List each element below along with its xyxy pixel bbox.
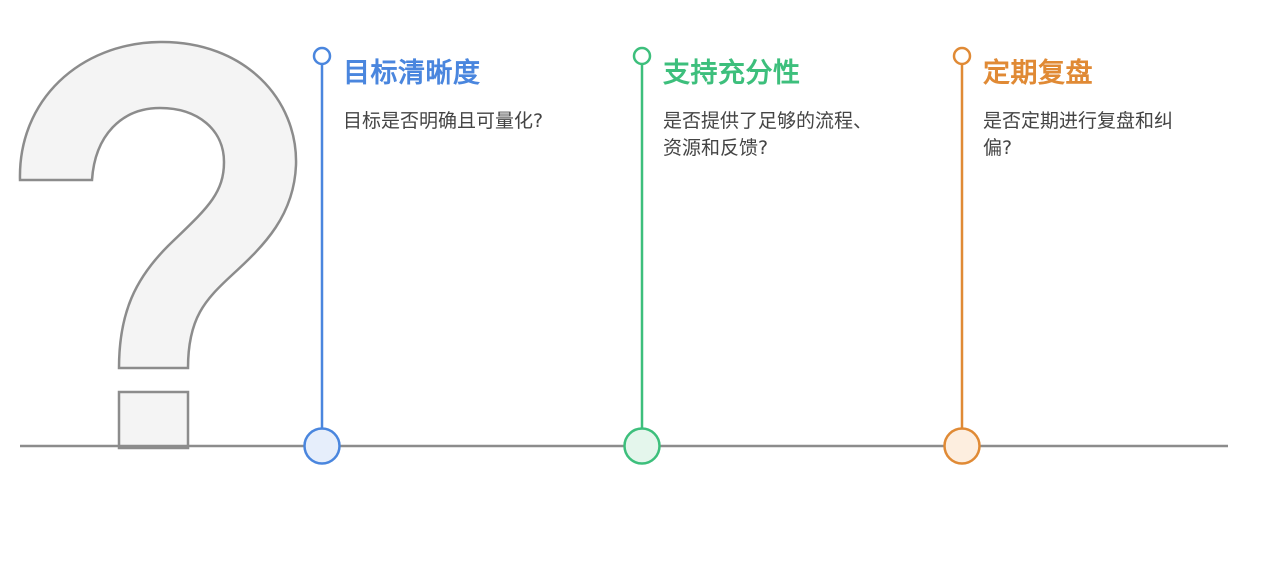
item-card-regular-review: 定期复盘 是否定期进行复盘和纠偏? (983, 54, 1213, 162)
item-title: 目标清晰度 (343, 58, 481, 89)
marker-node (303, 427, 341, 465)
item-card-support-adequacy: 支持充分性 是否提供了足够的流程、资源和反馈? (663, 54, 893, 162)
marker-top-circle (952, 46, 972, 66)
marker-top-circle (632, 46, 652, 66)
question-mark-icon (18, 40, 298, 450)
item-description: 是否提供了足够的流程、资源和反馈? (663, 110, 873, 159)
marker-node (943, 427, 981, 465)
item-title: 支持充分性 (663, 58, 801, 89)
item-title: 定期复盘 (983, 58, 1093, 89)
item-card-goal-clarity: 目标清晰度 目标是否明确且可量化? (343, 54, 573, 135)
item-description: 目标是否明确且可量化? (343, 110, 544, 132)
marker-top-circle (312, 46, 332, 66)
item-description: 是否定期进行复盘和纠偏? (983, 110, 1174, 159)
marker-node (623, 427, 661, 465)
